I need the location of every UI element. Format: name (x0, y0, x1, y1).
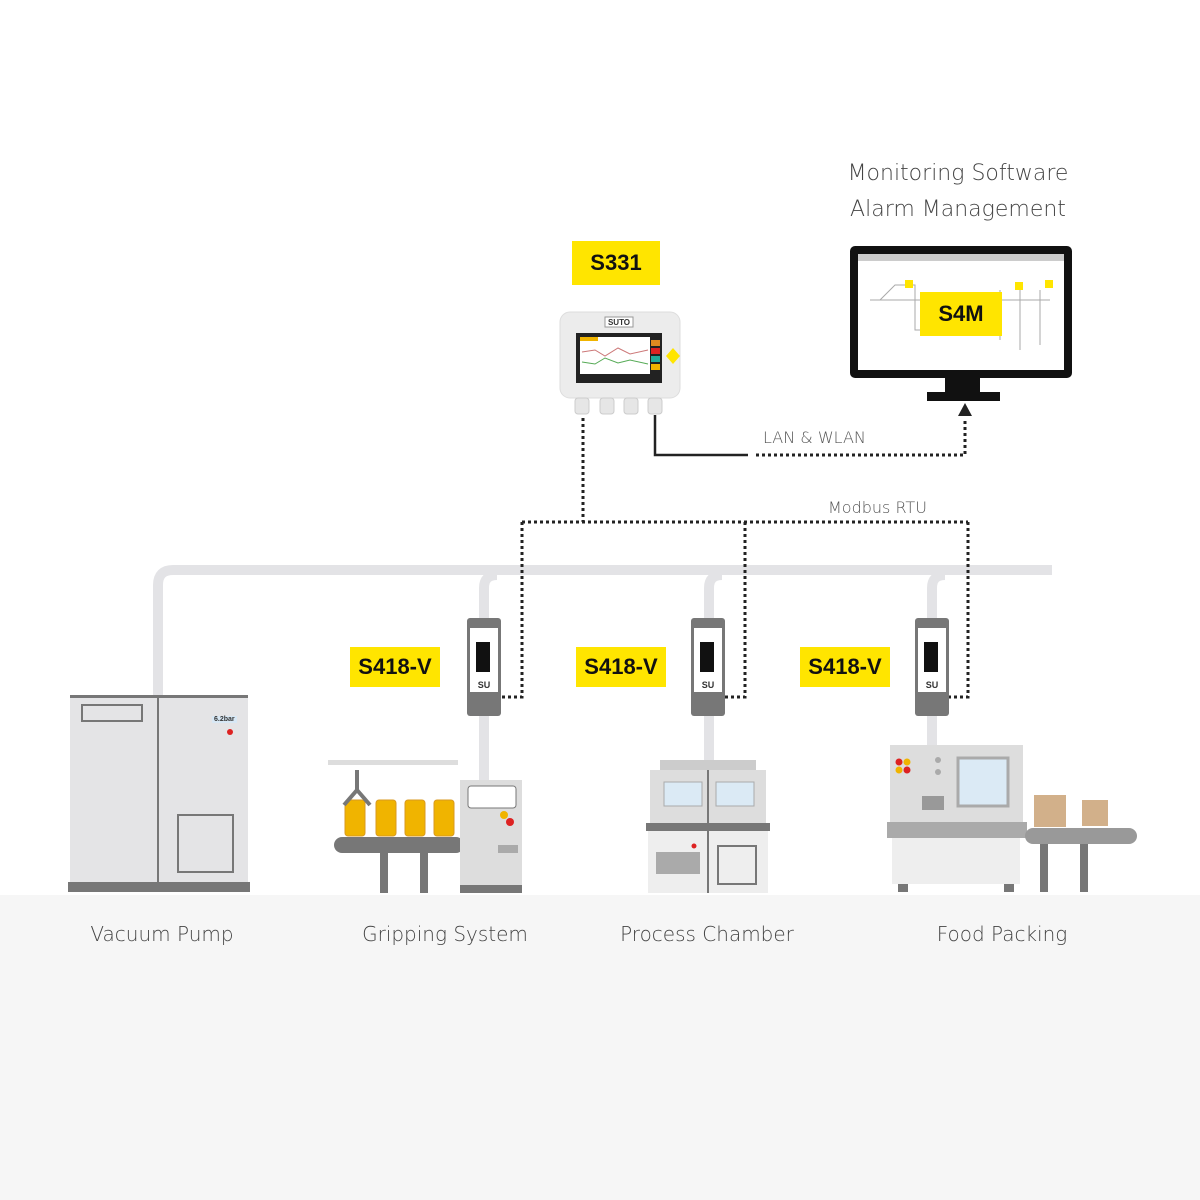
lan-label: LAN & WLAN (763, 428, 866, 447)
modbus-lines (500, 418, 970, 699)
svg-text:SU: SU (478, 680, 491, 690)
pressure-gauge: 6.2bar (212, 716, 237, 723)
floor (0, 895, 1200, 1200)
svg-text:SUTO: SUTO (608, 318, 630, 327)
sensor-tag-3: S418-V (800, 647, 890, 687)
sensor-3: SU (915, 618, 949, 716)
food-packing (887, 745, 1137, 892)
gripping-system (328, 760, 522, 893)
s4m-tag: S4M (920, 292, 1002, 336)
label-gripping-system: Gripping System (362, 922, 528, 946)
vacuum-pump (68, 695, 250, 892)
arrow-up-icon (958, 403, 972, 416)
software-line2: Alarm Management (850, 197, 1066, 222)
lan-cable (653, 415, 748, 457)
sensor-1: SU (467, 618, 501, 716)
sensor-2: SU (691, 618, 725, 716)
process-chamber (646, 760, 770, 893)
software-title: Monitoring Software Alarm Management (808, 156, 1108, 228)
s331-device: SUTO (559, 311, 681, 415)
s331-tag: S331 (572, 241, 660, 285)
modbus-label: Modbus RTU (828, 498, 927, 517)
label-vacuum-pump: Vacuum Pump (90, 922, 234, 946)
sensors: SU SU SU (467, 618, 949, 716)
vacuum-pipe (153, 565, 1052, 780)
sensor-tag-1: S418-V (350, 647, 440, 687)
label-process-chamber: Process Chamber (620, 922, 794, 946)
svg-text:SU: SU (702, 680, 715, 690)
sensor-tag-2: S418-V (576, 647, 666, 687)
label-food-packing: Food Packing (936, 922, 1068, 946)
software-line1: Monitoring Software (847, 161, 1069, 186)
svg-text:SU: SU (926, 680, 939, 690)
